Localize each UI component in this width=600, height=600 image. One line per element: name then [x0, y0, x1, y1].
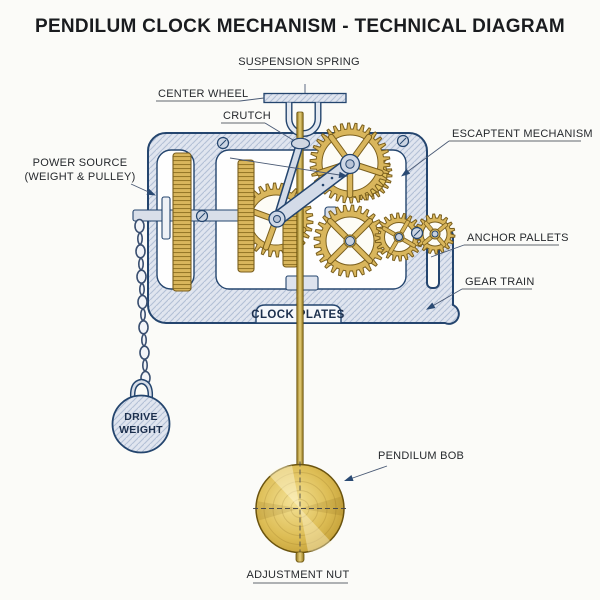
power-source-label-2: (WEIGHT & PULLEY) — [24, 171, 135, 183]
chain-link — [137, 294, 148, 310]
weight-shackle-inner — [131, 380, 152, 401]
drive-weight-label-2: WEIGHT — [119, 424, 163, 436]
center-wheel-label: CENTER WHEEL — [158, 88, 248, 100]
drive-weight-label-1: DRIVE — [124, 411, 158, 423]
third-wheel — [374, 212, 424, 262]
anchor-pallets-leader — [430, 244, 465, 258]
power-source-label-1: POWER SOURCE — [33, 157, 128, 169]
adjustment-nut — [295, 551, 305, 563]
second-wheel — [313, 204, 387, 278]
pendulum-bob — [253, 461, 347, 556]
crutch-label: CRUTCH — [223, 110, 271, 122]
suspension-spring-label: SUSPENSION SPRING — [238, 56, 360, 68]
escapement-leader — [402, 140, 450, 176]
screw — [410, 226, 424, 240]
chain-sprocket — [237, 159, 255, 273]
chain-link — [138, 320, 149, 335]
gear-train-leader — [428, 288, 463, 309]
chain-link — [135, 244, 146, 259]
plate-screws — [195, 134, 424, 240]
drive-weight — [111, 394, 171, 454]
diagram-title: PENDILUM CLOCK MECHANISM - TECHNICAL DIA… — [35, 16, 565, 37]
suspension-bracket — [263, 92, 347, 104]
crutch-leader — [264, 122, 294, 141]
crutch-collar — [290, 137, 311, 150]
anchor-assembly — [268, 137, 361, 228]
chain-link — [137, 232, 144, 245]
chain-link — [134, 218, 145, 234]
escapement-label: ESCAPTENT MECHANISM — [452, 128, 593, 140]
weight-barrel — [172, 152, 192, 292]
pendulum-bob-label: PENDILUM BOB — [378, 450, 464, 462]
pulley — [161, 196, 171, 240]
chain-link — [142, 359, 149, 372]
gear-train-label: GEAR TRAIN — [465, 276, 535, 288]
chain — [134, 218, 151, 386]
chain-link — [139, 283, 146, 296]
chain-link — [138, 257, 145, 271]
fourth-wheel — [414, 213, 456, 255]
chain-link — [140, 308, 147, 321]
chain-link — [139, 345, 150, 360]
pendulum-bob-leader — [346, 465, 388, 481]
screw — [216, 136, 230, 150]
chain-link — [141, 333, 148, 347]
screw — [396, 134, 410, 148]
chain-link — [136, 269, 147, 284]
anchor-pallets-label: ANCHOR PALLETS — [467, 232, 569, 244]
annotations: SUSPENSION SPRING CENTER WHEEL CRUTCH ES… — [24, 56, 593, 584]
adjustment-nut-label: ADJUSTMENT NUT — [247, 569, 350, 581]
screw — [195, 209, 209, 223]
center-wheel-leader — [229, 157, 347, 177]
